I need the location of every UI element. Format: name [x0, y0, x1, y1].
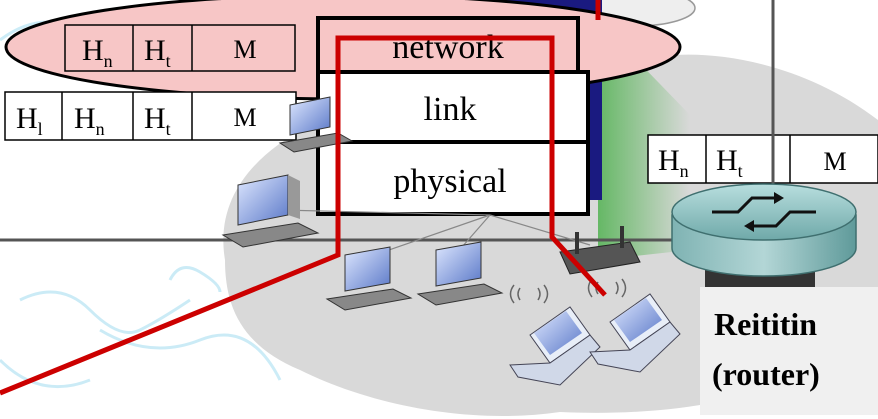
network-packet: Hn Ht M	[64, 24, 296, 72]
network-layer-label: network	[392, 29, 503, 66]
data-path	[0, 0, 607, 396]
laptop-1	[509, 306, 601, 386]
frame-header-network: Hn	[74, 102, 105, 139]
frame-payload: M	[233, 103, 256, 132]
desktop-pc-3	[325, 246, 413, 311]
router-packet-header-network: Hn	[658, 144, 689, 181]
router-packet: Hn Ht M	[647, 134, 878, 184]
router-icon	[671, 183, 857, 295]
desktop-pc-2	[278, 96, 354, 153]
packet-header-network: Hn	[82, 34, 113, 71]
packet-header-transport: Ht	[144, 34, 171, 71]
link-frame: Hl Hn Ht M	[4, 91, 297, 141]
router-label-backdrop	[700, 287, 878, 415]
router-packet-payload: M	[823, 147, 846, 176]
laptop-2	[589, 293, 681, 373]
network-layer-box	[316, 16, 580, 74]
desktop-pc-1	[221, 174, 320, 248]
physical-layer-label: physical	[393, 163, 506, 200]
protocol-stack: network link physical	[316, 16, 590, 216]
link-fade-wedge	[598, 20, 690, 260]
frame-header-transport: Ht	[144, 102, 171, 139]
frame-header-link: Hl	[16, 102, 43, 139]
physical-layer-box	[316, 140, 590, 216]
desktop-pc-4	[416, 241, 504, 306]
router-label-line2: (router)	[712, 356, 820, 392]
router-packet-header-transport: Ht	[716, 144, 743, 181]
packet-payload: M	[233, 35, 256, 64]
link-layer-label: link	[424, 91, 477, 128]
router-label-line1: Reititin	[714, 306, 817, 342]
